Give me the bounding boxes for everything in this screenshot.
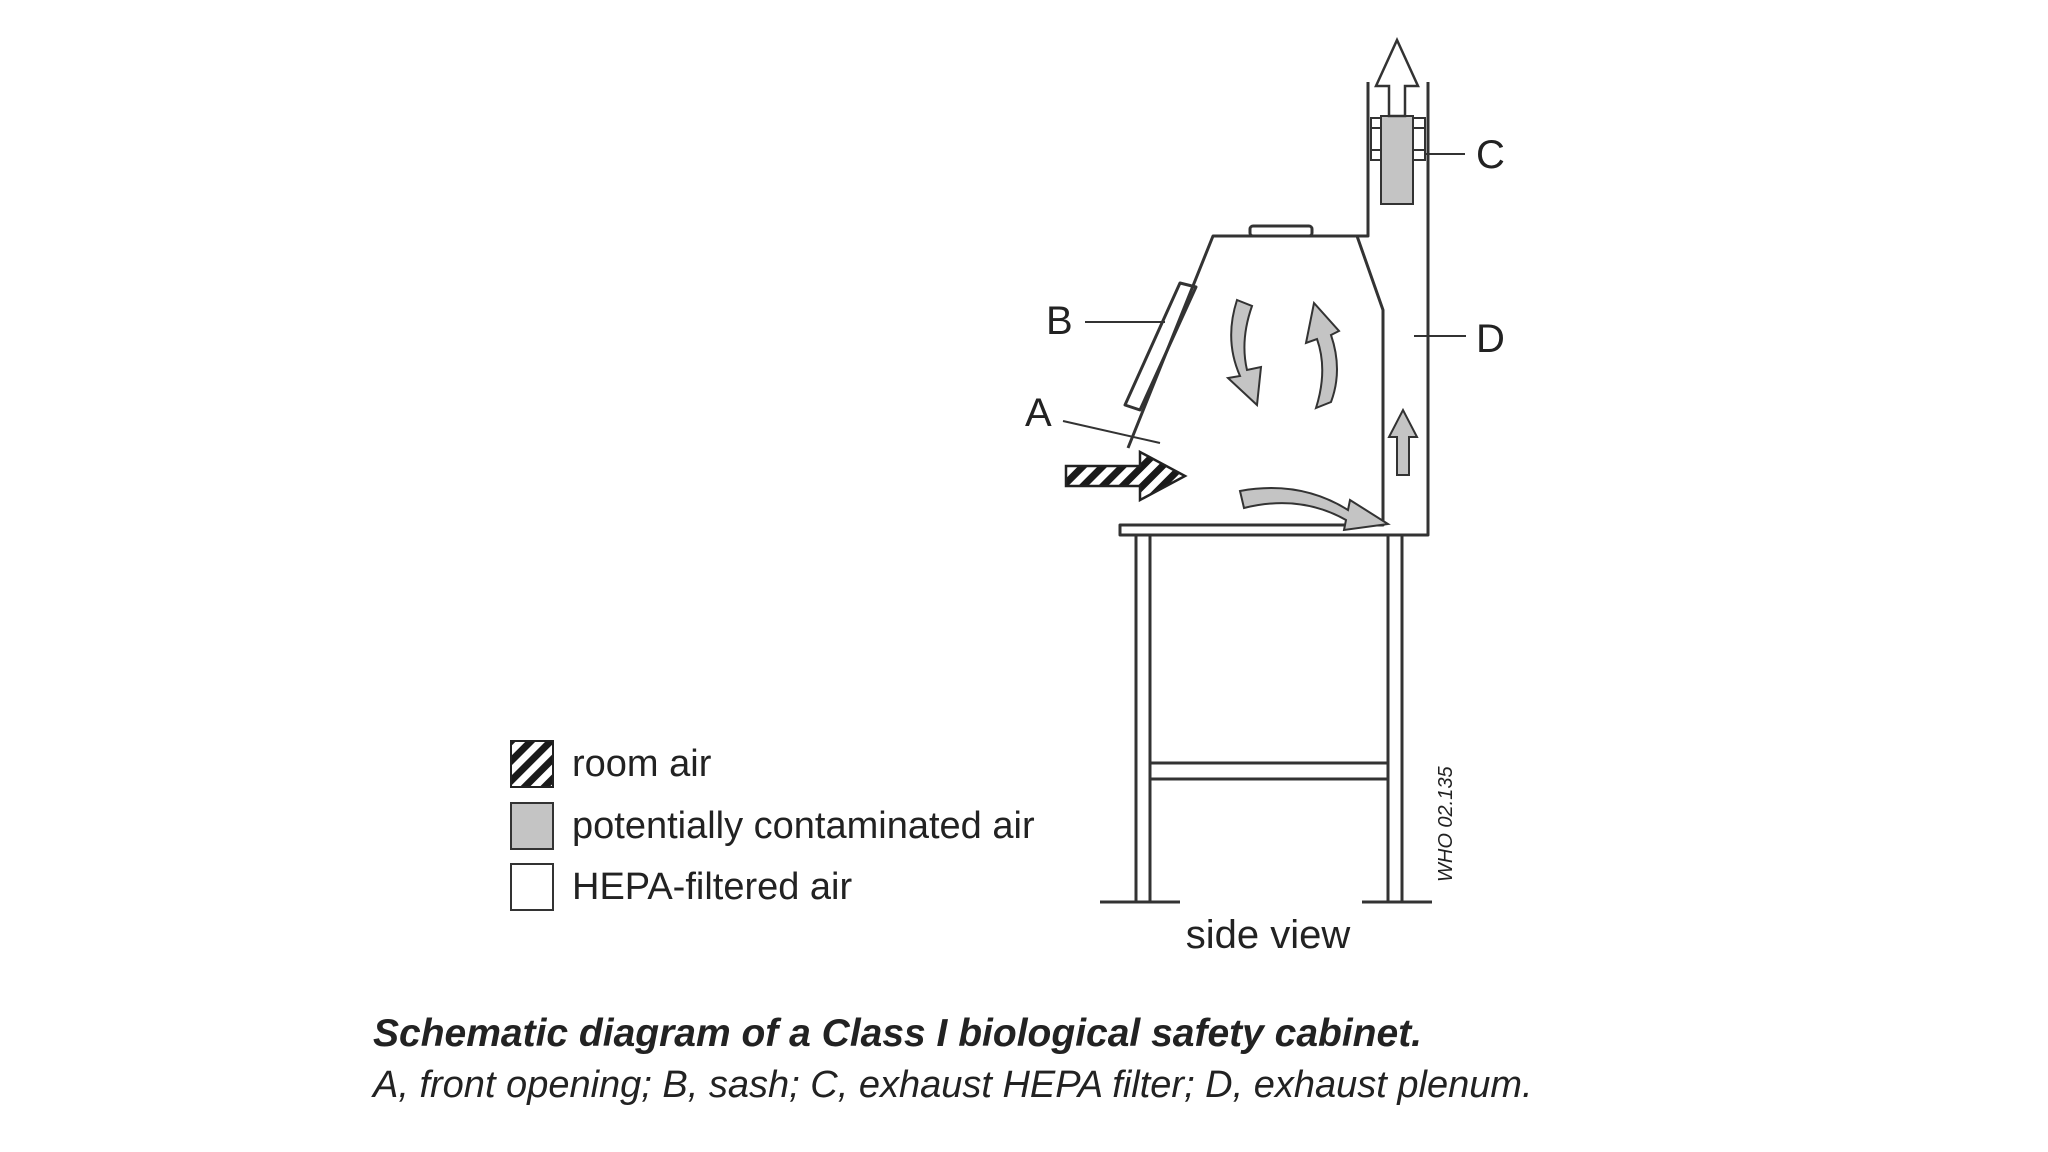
leader-line-a	[1062, 420, 1161, 444]
hepa-exhaust-arrow	[1374, 36, 1420, 118]
contaminated-air-up-arrow	[1304, 300, 1341, 410]
exhaust-duct	[1366, 82, 1430, 204]
caption-title: Schematic diagram of a Class I biologica…	[373, 1012, 1423, 1055]
side-view-label: side view	[1186, 913, 1351, 957]
top-vent	[1248, 224, 1314, 238]
legend-swatch-room-air	[510, 740, 554, 788]
legend-label-room-air: room air	[572, 743, 712, 785]
contaminated-air-down-arrow	[1225, 298, 1263, 408]
airflow	[1064, 36, 1420, 532]
legend-label-hepa: HEPA-filtered air	[572, 866, 853, 908]
stand-crossbar	[1148, 761, 1390, 781]
legend-swatch-hepa	[510, 863, 554, 911]
figure-code: WHO 02.135	[1435, 766, 1457, 882]
label-a: A	[1025, 391, 1052, 435]
leader-lines	[1062, 153, 1466, 444]
stand	[1100, 533, 1432, 904]
legend: room air potentially contaminated air HE…	[510, 740, 1035, 911]
cabinet-top-right	[1357, 204, 1370, 238]
label-d: D	[1476, 317, 1505, 361]
sash	[1123, 281, 1198, 412]
legend-swatch-contaminated	[510, 802, 554, 850]
contaminated-air-floor-arrow	[1238, 487, 1391, 532]
label-c: C	[1476, 133, 1505, 177]
label-b: B	[1046, 299, 1073, 343]
contaminated-air-plenum-arrow	[1387, 407, 1419, 476]
legend-label-contaminated: potentially contaminated air	[572, 805, 1035, 847]
stand-leg-rear	[1386, 533, 1404, 904]
room-air-arrow	[1064, 449, 1188, 503]
contaminated-air-duct-column	[1380, 115, 1414, 205]
caption-body: A, front opening; B, sash; C, exhaust HE…	[373, 1064, 1533, 1106]
stand-leg-front	[1134, 533, 1152, 904]
